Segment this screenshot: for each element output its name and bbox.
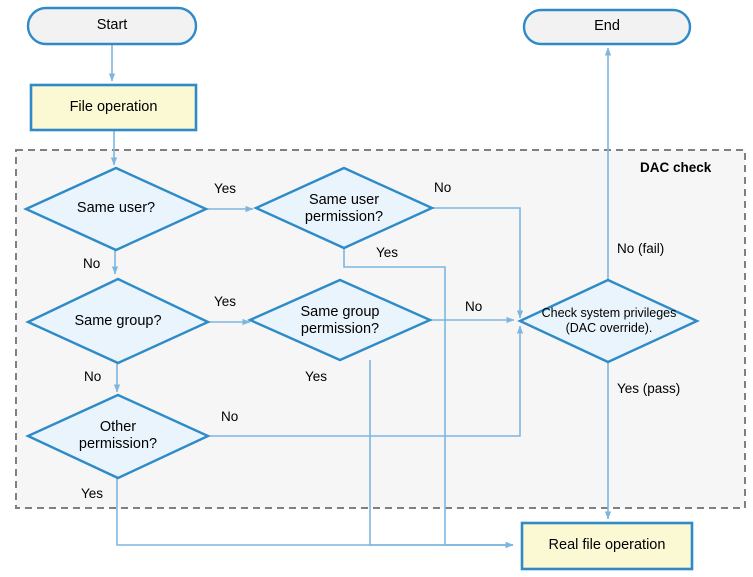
node-same-user-permission[interactable] [253, 166, 435, 250]
edge-same-user-permission-no [432, 207, 524, 319]
dac-check-group-label: DAC check [640, 160, 712, 175]
node-start[interactable] [26, 6, 198, 46]
node-same-group[interactable] [25, 277, 211, 365]
edge-label-other-permission-yes: Yes [81, 486, 104, 501]
node-file-operation[interactable] [29, 83, 198, 132]
edge-other-permission-no [208, 325, 524, 437]
edge-label-same-user-permission-no: No [434, 180, 452, 195]
edge-label-other-permission-no: No [221, 409, 239, 424]
edge-label-same-group-no: No [84, 369, 102, 384]
node-real-file-operation[interactable] [520, 521, 694, 571]
node-same-group-permission[interactable] [247, 278, 433, 362]
edge-other-permission-yes [116, 478, 514, 549]
node-end[interactable] [522, 8, 692, 46]
edge-label-same-group-permission-no: No [465, 299, 483, 314]
node-other-permission[interactable] [25, 393, 211, 480]
edge-label-same-user-yes: Yes [214, 181, 237, 196]
edge-label-same-user-no: No [83, 256, 101, 271]
node-check-system-privileges[interactable] [517, 278, 700, 364]
edge-label-check-yes-pass: Yes (pass) [617, 381, 681, 396]
node-same-user[interactable] [23, 166, 209, 252]
edge-label-same-user-permission-yes: Yes [376, 245, 399, 260]
edge-label-same-group-permission-yes: Yes [305, 369, 328, 384]
edge-label-check-no-fail: No (fail) [617, 241, 665, 256]
edge-label-same-group-yes: Yes [214, 294, 237, 309]
